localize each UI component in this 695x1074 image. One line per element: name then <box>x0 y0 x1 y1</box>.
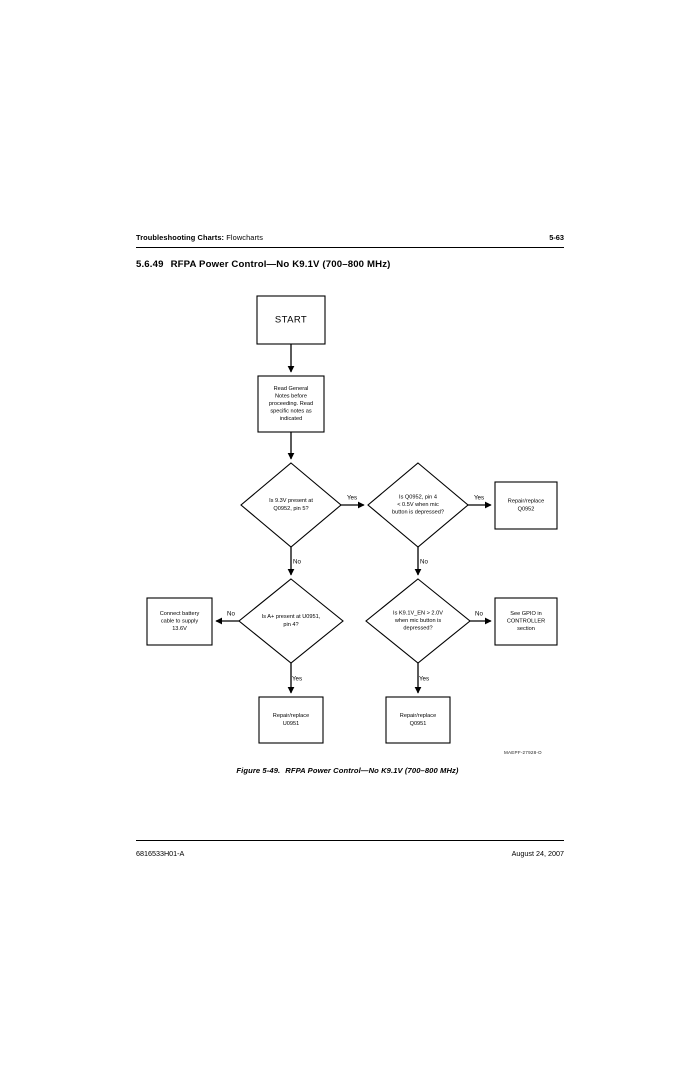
node-label-line: Repair/replace <box>273 713 309 719</box>
page-footer: 6816533H01-A August 24, 2007 <box>136 849 564 863</box>
node-shape-diamond <box>365 578 471 664</box>
edge-label-e-d3-battery: No <box>227 611 235 618</box>
flowchart-edge-e-d4-gpio: No <box>470 611 492 625</box>
node-label-line: Is Q0952, pin 4 <box>399 494 437 500</box>
flowchart-node-start: START <box>256 295 326 345</box>
flowchart-node-decision-aplus: Is A+ present at U0951, pin 4? <box>238 578 344 664</box>
flowchart-edge-e-d3-repair-u0951: Yes <box>287 663 302 694</box>
node-label-line: cable to supply <box>161 619 199 625</box>
footer-rule <box>136 840 564 842</box>
node-label-line: proceeding. Read <box>269 401 313 407</box>
figure-caption-number: Figure 5-49. <box>236 766 281 775</box>
node-shape-diamond <box>367 462 469 548</box>
flowchart-node-decision-q0952-pin4: Is Q0952, pin 4 < 0.5V when mic button is … <box>367 462 469 548</box>
node-label-line: Repair/replace <box>508 499 544 505</box>
node-label-line: button is depressed? <box>392 510 444 516</box>
node-shape-box <box>146 597 213 646</box>
flowchart-edge-e-d1-d2: Yes <box>341 495 365 509</box>
edge-label-e-d4-gpio: No <box>475 611 483 618</box>
header-section-sub: Flowcharts <box>224 233 264 242</box>
node-shape-diamond <box>238 578 344 664</box>
drawing-number: MAEPF-27928-O <box>504 750 542 755</box>
flowchart-edge-e-d4-repair-q0951: Yes <box>414 663 429 694</box>
footer-date: August 24, 2007 <box>511 849 564 858</box>
figure-caption: Figure 5-49. RFPA Power Control—No K9.1V … <box>0 766 695 775</box>
flowchart-edge-e-d2-repair-q0952: Yes <box>468 495 492 509</box>
node-label-line: Q0951 <box>410 721 427 727</box>
page-title: 5.6.49 RFPA Power Control—No K9.1V (700–8… <box>136 259 391 270</box>
node-label-line: Read General <box>274 386 309 392</box>
node-label-line: section <box>517 626 535 632</box>
node-label-line: Q0952 <box>518 506 535 512</box>
node-shape-box <box>258 696 324 744</box>
node-label-line: Is 9.3V present at <box>269 498 313 504</box>
node-label-line: Is K9.1V_EN > 2.0V <box>393 610 443 616</box>
edge-label-e-d2-repair-q0952: Yes <box>474 495 484 502</box>
edge-label-e-d2-d4: No <box>420 559 428 566</box>
flowchart-node-decision-9v3: Is 9.3V present at Q0952, pin 5? <box>240 462 342 548</box>
node-label-line: indicated <box>280 416 302 422</box>
header-section-label: Troubleshooting Charts: Flowcharts <box>136 233 263 242</box>
node-label-line: U0951 <box>283 721 299 727</box>
node-label-line: CONTROLLER <box>507 619 545 625</box>
node-shape-box <box>256 295 326 345</box>
node-label-line: when mic button is <box>394 618 442 624</box>
section-title-text: RFPA Power Control—No K9.1V (700–800 MHz… <box>170 259 391 270</box>
node-shape-box <box>494 481 558 530</box>
header-page-number: 5-63 <box>549 233 564 242</box>
node-shape-box <box>257 375 325 433</box>
section-number: 5.6.49 <box>136 259 164 270</box>
node-label-line: pin 4? <box>283 622 298 628</box>
node-label-line: Is A+ present at U0951, <box>262 614 321 620</box>
edge-label-e-d3-repair-u0951: Yes <box>292 676 302 683</box>
node-label-line: < 0.5V when mic <box>397 502 439 508</box>
node-label-line: 13.6V <box>172 626 187 632</box>
figure-caption-title: RFPA Power Control—No K9.1V (700–800 MHz… <box>285 766 459 775</box>
flowchart-edge-e-d2-d4: No <box>414 547 429 576</box>
node-label-line: Notes before <box>275 393 307 399</box>
node-label-line: See GPIO in <box>510 611 541 617</box>
node-label-line: Repair/replace <box>400 713 436 719</box>
header-rule <box>136 247 564 249</box>
node-label-line: depressed? <box>403 626 432 632</box>
node-label-line: Q0952, pin 5? <box>273 506 308 512</box>
edge-label-e-d1-d3: No <box>293 559 301 566</box>
node-shape-diamond <box>240 462 342 548</box>
header-section-bold: Troubleshooting Charts: <box>136 233 225 242</box>
edge-label-e-d4-repair-q0951: Yes <box>419 676 429 683</box>
node-label-line: specific notes as <box>270 409 312 415</box>
flowchart-edge-e-d1-d3: No <box>287 547 302 576</box>
running-header: Troubleshooting Charts: Flowcharts 5-63 <box>136 233 564 247</box>
flowchart-node-decision-k91v-en: Is K9.1V_EN > 2.0V when mic button is depr… <box>365 578 471 664</box>
edge-label-e-d1-d2: Yes <box>347 495 357 502</box>
node-label-line: START <box>275 315 307 326</box>
node-shape-box <box>494 597 558 646</box>
footer-part-number: 6816533H01-A <box>136 849 185 858</box>
flowchart-edge-e-d3-battery: No <box>215 611 239 625</box>
node-shape-box <box>385 696 451 744</box>
node-label-line: Connect battery <box>160 611 200 617</box>
